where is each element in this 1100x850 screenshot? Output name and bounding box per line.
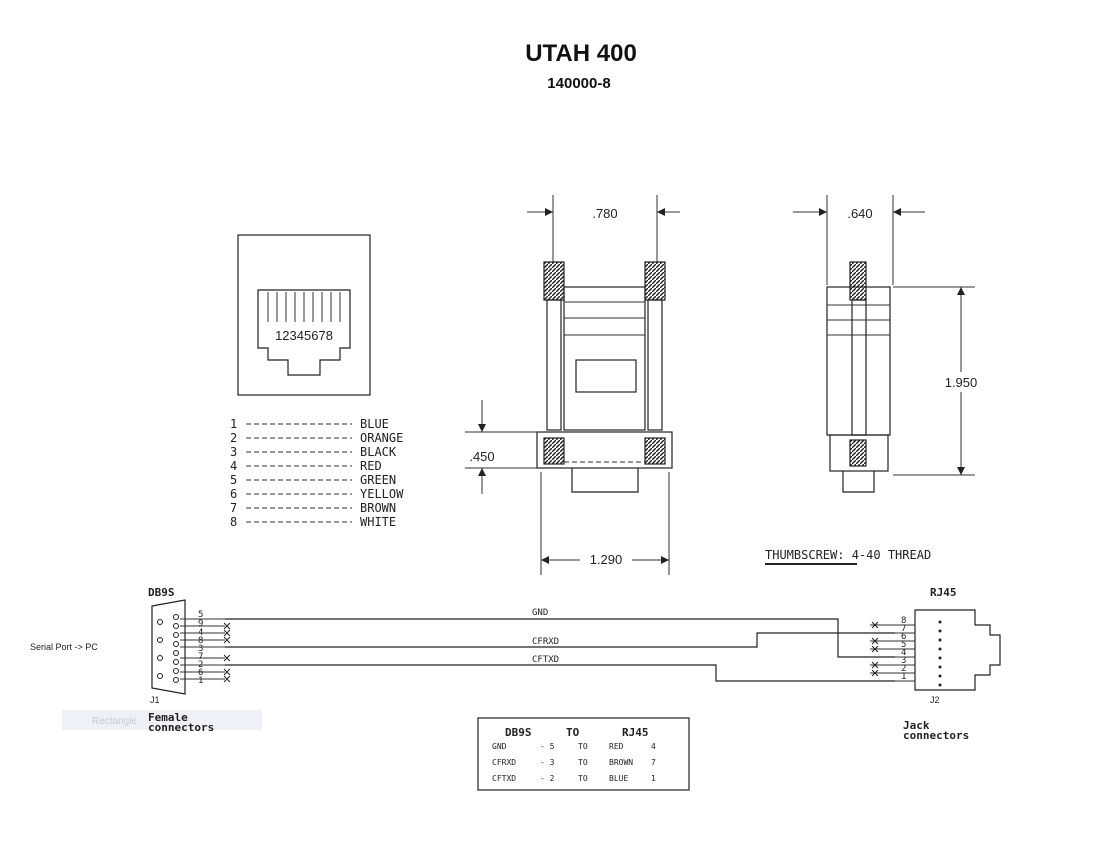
pin-color: YELLOW xyxy=(360,487,404,501)
j1-label: J1 xyxy=(150,695,160,705)
table-row: CFTXD - 2 TO BLUE 1 xyxy=(492,774,656,783)
signal-gnd-label: GND xyxy=(532,608,548,618)
wire-gnd xyxy=(225,618,895,658)
part-number: 140000-8 xyxy=(547,75,610,92)
table-cell: BLUE xyxy=(609,774,628,783)
dim-depth-top: .640 xyxy=(847,206,872,221)
pin-color: RED xyxy=(360,459,382,473)
rj45-jack-shell xyxy=(914,609,1001,691)
adapter-side-view: .640 1.950 xyxy=(793,195,978,493)
table-row: GND - 5 TO RED 4 xyxy=(492,742,656,751)
rj45-pin: 1 xyxy=(901,672,906,682)
serial-port-label: Serial Port -> PC xyxy=(30,642,98,652)
table-header-from: DB9S xyxy=(505,726,532,739)
table-cell: - 2 xyxy=(540,774,555,783)
rj45-pin: 4 xyxy=(901,648,906,658)
wire-cfrxd xyxy=(225,632,895,648)
pinout-list: 1 BLUE 2 ORANGE 3 BLACK 4 RED 5 GREEN 6 … xyxy=(230,417,404,529)
db9-pin: 6 xyxy=(198,668,203,678)
pinout-row: 1 BLUE xyxy=(230,417,389,431)
rj45-label: RJ45 xyxy=(930,586,957,599)
table-cell: 7 xyxy=(651,758,656,767)
table-cell: 1 xyxy=(651,774,656,783)
pin-color: GREEN xyxy=(360,473,396,487)
signal-cfrxd-label: CFRXD xyxy=(532,637,559,647)
pinout-row: 5 GREEN xyxy=(230,473,396,487)
pin-color: ORANGE xyxy=(360,431,403,445)
page-title: UTAH 400 xyxy=(525,40,637,67)
dim-screw-height: .450 xyxy=(469,449,494,464)
pinout-row: 6 YELLOW xyxy=(230,487,404,501)
dim-height-side: 1.950 xyxy=(945,375,978,390)
pin-number: 4 xyxy=(230,459,237,473)
table-cell: TO xyxy=(578,758,588,767)
pin-number: 6 xyxy=(230,487,237,501)
pin-color: BROWN xyxy=(360,501,396,515)
db9-connector-shell xyxy=(151,599,186,695)
female-caption-2: connectors xyxy=(148,721,214,734)
pinout-row: 3 BLACK xyxy=(230,445,397,459)
table-cell: 4 xyxy=(651,742,656,751)
pinout-row: 2 ORANGE xyxy=(230,431,403,445)
pin-color: BLACK xyxy=(360,445,397,459)
signal-cftxd-label: CFTXD xyxy=(532,655,559,665)
pinout-row: 4 RED xyxy=(230,459,382,473)
pin-number: 5 xyxy=(230,473,237,487)
pin-color: BLUE xyxy=(360,417,389,431)
table-cell: CFRXD xyxy=(492,758,516,767)
rj45-jack-face: 12345678 xyxy=(237,234,371,396)
pinout-row: 7 BROWN xyxy=(230,501,396,515)
table-cell: RED xyxy=(609,742,624,751)
rj45-pin: 8 xyxy=(901,616,906,626)
db9-pin: 3 xyxy=(198,644,203,654)
pinout-row: 8 WHITE xyxy=(230,515,396,529)
dim-width-top: .780 xyxy=(592,206,617,221)
wiring-diagram: DB9S RJ45 Serial Port -> PC 5 9 4 8 3 7 … xyxy=(30,586,1001,742)
rj45-pin: 5 xyxy=(901,640,906,650)
table-cell: BROWN xyxy=(609,758,633,767)
pin-color: WHITE xyxy=(360,515,396,529)
pin-number: 1 xyxy=(230,417,237,431)
dim-width-bottom: 1.290 xyxy=(590,552,623,567)
rj45-pin: 6 xyxy=(901,632,906,642)
rj45-pin: 7 xyxy=(901,624,906,634)
pin-number: 8 xyxy=(230,515,237,529)
table-cell: TO xyxy=(578,742,588,751)
thumbscrew-note: THUMBSCREW: 4-40 THREAD xyxy=(765,548,931,562)
pin-number: 2 xyxy=(230,431,237,445)
pin-number: 3 xyxy=(230,445,237,459)
db9-pin: 8 xyxy=(198,636,203,646)
table-cell: CFTXD xyxy=(492,774,516,783)
adapter-front-view: .780 .450 1.290 xyxy=(465,195,680,575)
db9-label: DB9S xyxy=(148,586,175,599)
table-header-to: TO xyxy=(566,726,580,739)
jack-caption-2: connectors xyxy=(903,729,969,742)
rj45-pin: 3 xyxy=(901,656,906,666)
table-row: CFRXD - 3 TO BROWN 7 xyxy=(492,758,656,767)
table-cell: - 3 xyxy=(540,758,555,767)
j2-label: J2 xyxy=(930,695,940,705)
table-cell: TO xyxy=(578,774,588,783)
rj45-pin-numbers: 12345678 xyxy=(275,328,333,343)
wire-cftxd xyxy=(225,664,895,682)
db9-pin: 1 xyxy=(198,676,203,686)
jack-caption: Jack xyxy=(903,719,930,732)
db9-pin: 5 xyxy=(198,610,203,620)
table-cell: GND xyxy=(492,742,507,751)
female-caption: Female xyxy=(148,711,188,724)
rj45-pin: 2 xyxy=(901,664,906,674)
pin-number: 7 xyxy=(230,501,237,515)
table-header-dest: RJ45 xyxy=(622,726,649,739)
db9-pin: 9 xyxy=(198,619,203,629)
table-cell: - 5 xyxy=(540,742,555,751)
db9-pin: 7 xyxy=(198,652,203,662)
mapping-table: DB9S TO RJ45 GND - 5 TO RED 4 CFRXD - 3 … xyxy=(477,717,690,791)
faded-rectangle-label: Rectangle xyxy=(92,716,137,727)
